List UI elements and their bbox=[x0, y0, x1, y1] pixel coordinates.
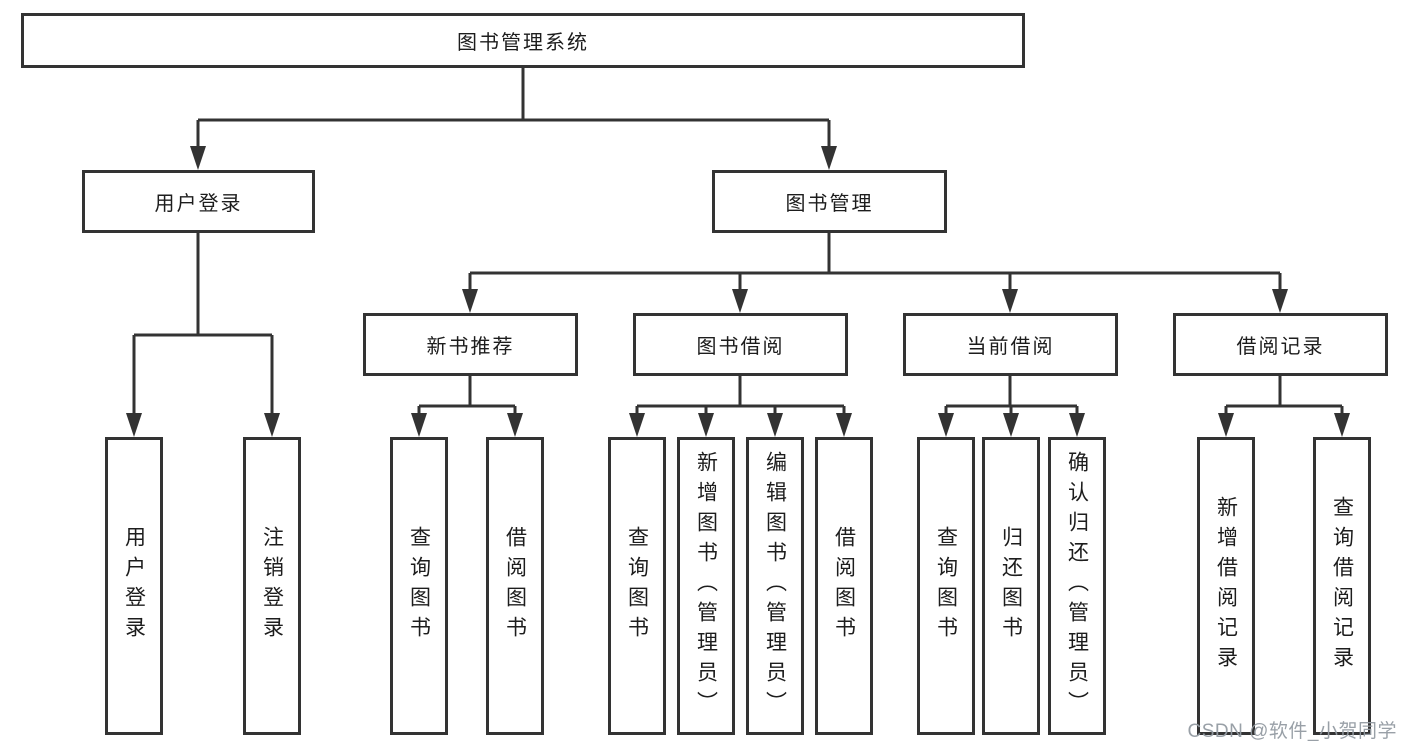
node-current-borrowing: 当前借阅 bbox=[903, 313, 1118, 376]
node-label: 新增图书（管理员） bbox=[694, 451, 718, 721]
arrow-down-icon bbox=[126, 413, 142, 437]
node-label: 归还图书 bbox=[999, 526, 1023, 646]
node-label: 查询借阅记录 bbox=[1330, 496, 1354, 676]
node-borrowing-records: 借阅记录 bbox=[1173, 313, 1388, 376]
arrow-down-icon bbox=[1002, 289, 1018, 313]
arrow-down-icon bbox=[732, 289, 748, 313]
node-label: 图书管理系统 bbox=[457, 32, 589, 54]
node-library-management-system: 图书管理系统 bbox=[21, 13, 1025, 68]
node-label: 查询图书 bbox=[934, 526, 958, 646]
node-leaf-confirm-return-admin: 确认归还（管理员） bbox=[1048, 437, 1106, 735]
node-leaf-add-borrow-record: 新增借阅记录 bbox=[1197, 437, 1255, 735]
arrow-down-icon bbox=[767, 413, 783, 437]
node-leaf-user-login: 用户登录 bbox=[105, 437, 163, 735]
node-leaf-query-books-borrowing: 查询图书 bbox=[608, 437, 666, 735]
node-label: 新书推荐 bbox=[426, 336, 515, 358]
arrow-down-icon bbox=[1069, 413, 1085, 437]
node-label: 当前借阅 bbox=[966, 336, 1055, 358]
arrow-down-icon bbox=[629, 413, 645, 437]
node-label: 用户登录 bbox=[154, 193, 243, 215]
node-new-book-recommendation: 新书推荐 bbox=[363, 313, 578, 376]
node-label: 图书管理 bbox=[785, 193, 874, 215]
arrow-down-icon bbox=[1218, 413, 1234, 437]
node-label: 编辑图书（管理员） bbox=[763, 451, 787, 721]
node-leaf-query-borrow-record: 查询借阅记录 bbox=[1313, 437, 1371, 735]
node-leaf-logout: 注销登录 bbox=[243, 437, 301, 735]
node-leaf-add-books-admin: 新增图书（管理员） bbox=[677, 437, 735, 735]
node-leaf-edit-books-admin: 编辑图书（管理员） bbox=[746, 437, 804, 735]
arrow-down-icon bbox=[264, 413, 280, 437]
node-label: 借阅图书 bbox=[832, 526, 856, 646]
arrowheads bbox=[126, 146, 1350, 437]
tree-edges bbox=[132, 68, 1344, 417]
node-label: 用户登录 bbox=[122, 526, 146, 646]
arrow-down-icon bbox=[698, 413, 714, 437]
node-leaf-query-books-current: 查询图书 bbox=[917, 437, 975, 735]
node-label: 查询图书 bbox=[407, 526, 431, 646]
node-user-login: 用户登录 bbox=[82, 170, 315, 233]
csdn-watermark: CSDN @软件_小贺同学 bbox=[1187, 721, 1397, 742]
node-leaf-return-books: 归还图书 bbox=[982, 437, 1040, 735]
arrow-down-icon bbox=[411, 413, 427, 437]
arrow-down-icon bbox=[1272, 289, 1288, 313]
node-book-management: 图书管理 bbox=[712, 170, 947, 233]
node-leaf-borrow-books: 借阅图书 bbox=[815, 437, 873, 735]
arrow-down-icon bbox=[462, 289, 478, 313]
node-label: 注销登录 bbox=[260, 526, 284, 646]
node-book-borrowing: 图书借阅 bbox=[633, 313, 848, 376]
arrow-down-icon bbox=[507, 413, 523, 437]
arrow-down-icon bbox=[1003, 413, 1019, 437]
arrow-down-icon bbox=[190, 146, 206, 170]
arrow-down-icon bbox=[1334, 413, 1350, 437]
node-leaf-query-books-recommend: 查询图书 bbox=[390, 437, 448, 735]
node-leaf-borrow-books-recommend: 借阅图书 bbox=[486, 437, 544, 735]
arrow-down-icon bbox=[821, 146, 837, 170]
node-label: 图书借阅 bbox=[696, 336, 785, 358]
node-label: 新增借阅记录 bbox=[1214, 496, 1238, 676]
arrow-down-icon bbox=[836, 413, 852, 437]
node-label: 借阅图书 bbox=[503, 526, 527, 646]
node-label: 查询图书 bbox=[625, 526, 649, 646]
node-label: 确认归还（管理员） bbox=[1065, 451, 1089, 721]
arrow-down-icon bbox=[938, 413, 954, 437]
node-label: 借阅记录 bbox=[1236, 336, 1325, 358]
